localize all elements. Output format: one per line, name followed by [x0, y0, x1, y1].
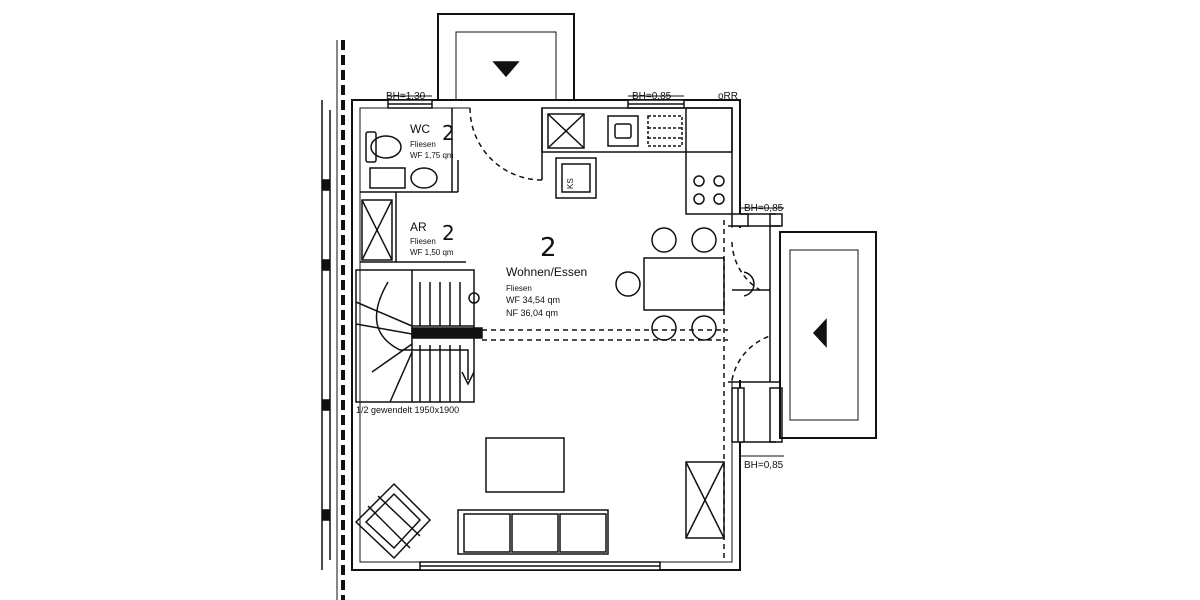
entrance-door [469, 105, 543, 181]
entrance-porch [437, 13, 575, 101]
sofa [457, 509, 609, 555]
window-height-top-right: BH=0,85 [632, 91, 672, 102]
wc-floor: Fliesen [410, 140, 436, 149]
wc-room [360, 108, 459, 193]
wohnen-name: Wohnen/Essen [506, 265, 587, 279]
wohnen-area-wf: WF 34,54 qm [506, 295, 560, 305]
wc-number: 2 [442, 121, 455, 145]
ar-name: AR [410, 220, 427, 234]
window-top-left [387, 99, 433, 109]
rr-label: oRR [718, 91, 738, 102]
kitchen [541, 107, 733, 215]
wc-name: WC [410, 122, 430, 136]
window-height-right-upper: BH=0,85 [744, 203, 784, 214]
dining-table [615, 227, 755, 341]
ar-area: WF 1,50 qm [410, 248, 454, 257]
wohnen-number: 2 [540, 233, 557, 263]
ar-floor: Fliesen [410, 237, 436, 246]
party-wall [321, 40, 345, 600]
ar-room [360, 192, 466, 263]
ks-label: KS [566, 178, 575, 189]
ar-number: 2 [442, 221, 455, 245]
wc-area: WF 1,75 qm [410, 151, 454, 160]
terrace [779, 231, 877, 439]
stair-label: 1/2 gewendelt 1950x1900 [356, 405, 459, 415]
window-height-right-lower: BH=0,85 [744, 460, 784, 471]
cabinet [685, 461, 725, 539]
window-height-top-left: BH=1,30 [386, 91, 426, 102]
window-right-upper [731, 213, 783, 227]
staircase [355, 269, 483, 403]
wohnen-area-nf: NF 36,04 qm [506, 308, 558, 318]
terrace-door [728, 225, 780, 383]
armchair [354, 482, 432, 560]
wohnen-floor: Fliesen [506, 284, 532, 293]
window-bottom [419, 561, 661, 571]
coffee-table [485, 437, 565, 493]
window-right-lower [731, 387, 783, 443]
